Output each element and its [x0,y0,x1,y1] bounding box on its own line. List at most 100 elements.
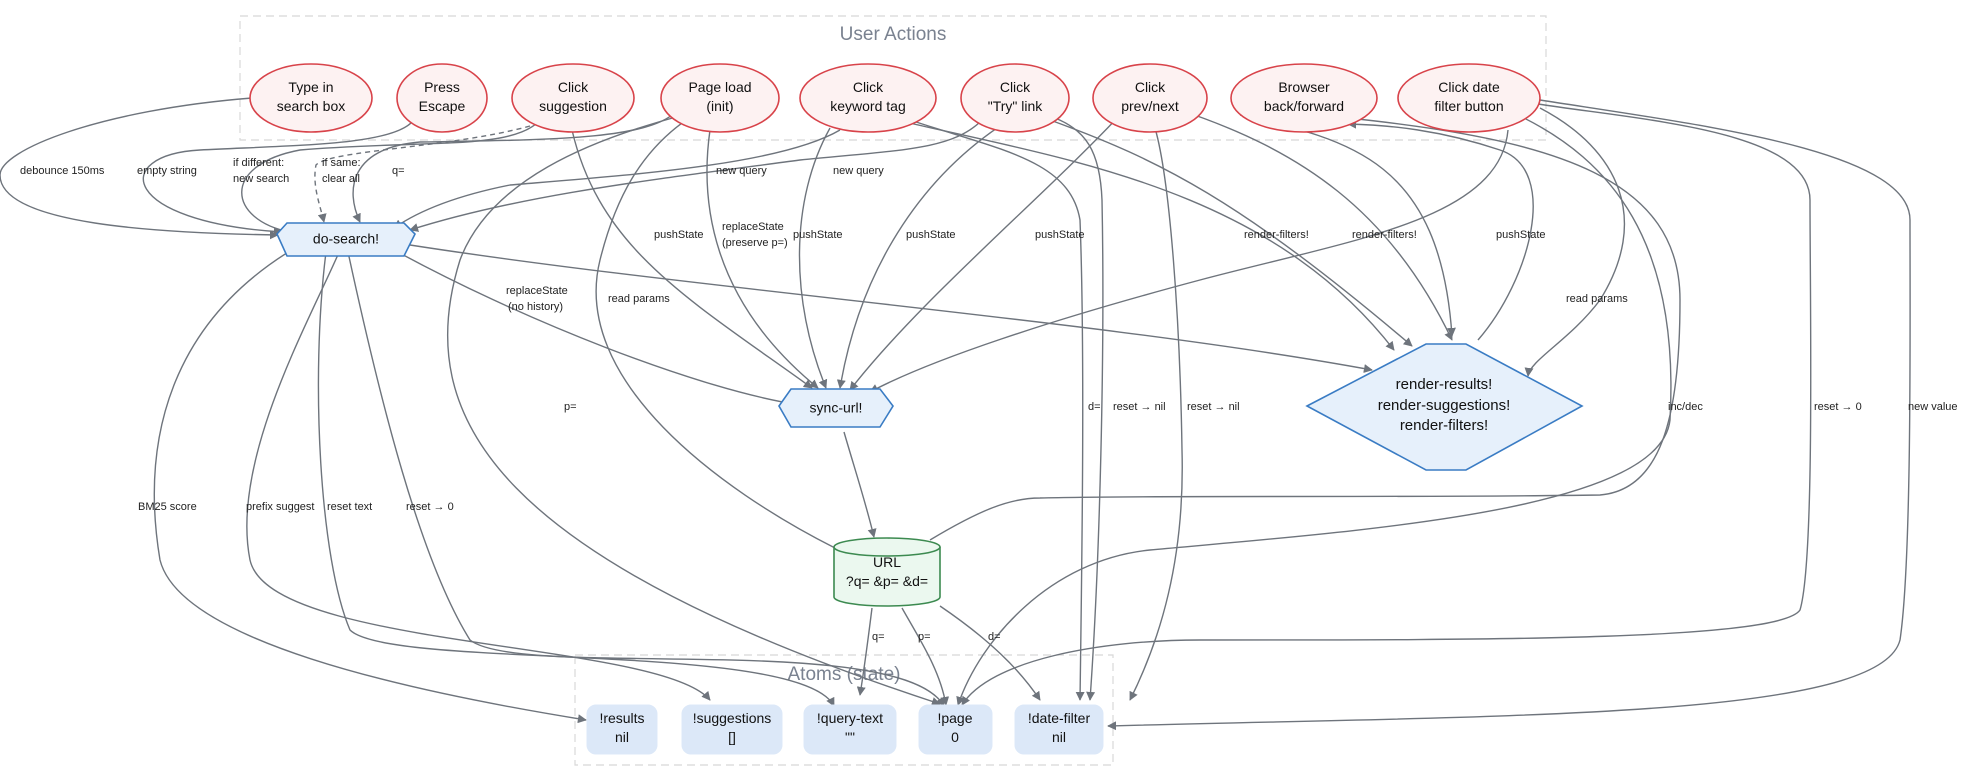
edge-suggestion-different-to-dosearch [241,121,539,235]
label-reset-nil-1: reset → nil [1113,401,1166,413]
label-url-p: p= [918,631,931,643]
atom-date-filter: !date-filter nil [1014,704,1104,755]
function-render: render-results! render-suggestions! rend… [1305,343,1584,471]
atom-date-filter-value: nil [1052,729,1066,745]
event-type-search-line-2: search box [277,98,345,114]
event-click-prevnext-line-1: Click [1135,79,1166,95]
function-do-search: do-search! [276,222,416,257]
edge-dosearch-to-syncurl [384,244,801,409]
label-url-d: d= [988,631,1001,643]
atom-query-text-name: !query-text [817,710,883,726]
atom-suggestions: !suggestions [] [681,704,783,755]
event-page-load-line-2: (init) [706,98,733,114]
cluster-atoms: Atoms (state) [574,654,1114,766]
edge-type-to-dosearch [0,97,279,240]
edge-prevnext-to-syncurl [849,114,1121,391]
event-click-suggestion-line-1: Click [558,79,589,95]
edges [0,97,1911,731]
function-do-search-label: do-search! [313,231,379,247]
label-render-filters-1: render-filters! [1244,229,1309,241]
label-pushstate-1: pushState [654,229,704,241]
edge-try-to-render [1049,119,1413,347]
label-read-params-2: read params [1566,293,1628,305]
function-render-line-2: render-suggestions! [1378,397,1511,414]
label-debounce: debounce 150ms [20,165,105,177]
event-click-try-line-2: "Try" link [988,98,1044,114]
edge-url-q-to-querytext [856,607,873,696]
event-click-suggestion: Click suggestion [511,63,635,133]
edge-datefilter-to-datefilter-atom [1107,99,1911,731]
label-replacestate-nohist-1: replaceState [506,285,568,297]
label-replacestate-preserve-1: replaceState [722,221,784,233]
edge-prevnext-to-render [1179,109,1453,341]
event-click-datefilter-line-2: filter button [1434,98,1503,114]
edge-url-d-to-datefilter [939,605,1041,701]
event-click-suggestion-line-2: suggestion [539,98,607,114]
atom-suggestions-name: !suggestions [693,710,772,726]
edge-datefilter-to-render [1524,107,1626,377]
event-browser-backfwd-line-1: Browser [1278,79,1330,95]
edge-try-to-datefilter [1054,117,1104,701]
edge-datefilter-to-page [961,103,1812,706]
edge-dosearch-to-render [409,244,1373,373]
function-render-line-1: render-results! [1396,376,1493,393]
label-p-eq: p= [564,401,577,413]
label-replacestate-nohist-2: (no history) [508,301,563,313]
atom-query-text: !query-text "" [803,704,897,755]
label-inc-dec: inc/dec [1668,401,1703,413]
edge-escape-to-dosearch [142,121,413,236]
atom-page-value: 0 [951,729,959,745]
label-reset-0-a: reset → 0 [1814,401,1862,413]
event-click-keyword-line-1: Click [853,79,884,95]
function-sync-url-label: sync-url! [810,400,863,416]
url-store-line-2: ?q= &p= &d= [846,573,928,589]
label-new-query-2: new query [833,165,884,177]
label-prefix-suggest: prefix suggest [246,501,314,513]
atom-results-value: nil [615,729,629,745]
edge-suggestion-same-to-dosearch [314,125,531,223]
edge-labels: debounce 150ms empty string if different… [20,157,1958,643]
edge-dosearch-to-results [153,244,587,724]
label-bm25: BM25 score [138,501,197,513]
event-page-load-line-1: Page load [688,79,751,95]
atom-results-name: !results [599,710,644,726]
edge-url-to-backfwd [929,114,1681,541]
event-browser-backfwd-line-2: back/forward [1264,98,1344,114]
function-sync-url: sync-url! [778,388,894,428]
label-render-filters-2: render-filters! [1352,229,1417,241]
label-pushstate-5: pushState [1496,229,1546,241]
cluster-user-actions: User Actions [239,15,1547,141]
cluster-title-atoms: Atoms (state) [788,664,901,685]
edge-dosearch-to-page [347,251,945,707]
label-replacestate-preserve-2: (preserve p=) [722,237,788,249]
atom-suggestions-value: [] [728,729,736,745]
atom-query-text-value: "" [845,729,855,745]
label-if-different-2: new search [233,173,289,185]
cluster-title-user-actions: User Actions [840,24,947,45]
label-pushstate-4: pushState [1035,229,1085,241]
event-click-datefilter: Click date filter button [1397,63,1541,133]
label-reset-0-b: reset → 0 [406,501,454,513]
label-if-same-1: if same: [322,157,361,169]
edge-url-p-to-page [901,607,950,706]
event-browser-backfwd: Browser back/forward [1230,63,1378,133]
edge-datefilter-to-syncurl [869,129,1509,393]
event-type-search-line-1: Type in [288,79,333,95]
atom-date-filter-name: !date-filter [1028,710,1091,726]
label-d-eq: d= [1088,401,1101,413]
edge-dosearch-to-suggestions [246,249,711,701]
event-press-escape: Press Escape [396,63,488,133]
atom-results: !results nil [586,704,658,755]
function-render-line-3: render-filters! [1400,417,1488,434]
label-pushstate-3: pushState [906,229,956,241]
label-new-value: new value [1908,401,1958,413]
label-if-same-2: clear all [322,173,360,185]
edge-pageload-to-syncurl [706,129,819,389]
event-click-keyword-line-2: keyword tag [830,98,905,114]
atom-page: !page 0 [918,704,993,755]
edge-url-to-pageload [595,115,836,549]
event-click-prevnext: Click prev/next [1092,63,1208,133]
event-click-datefilter-line-1: Click date [1438,79,1500,95]
edge-pageload-to-page [446,115,941,706]
